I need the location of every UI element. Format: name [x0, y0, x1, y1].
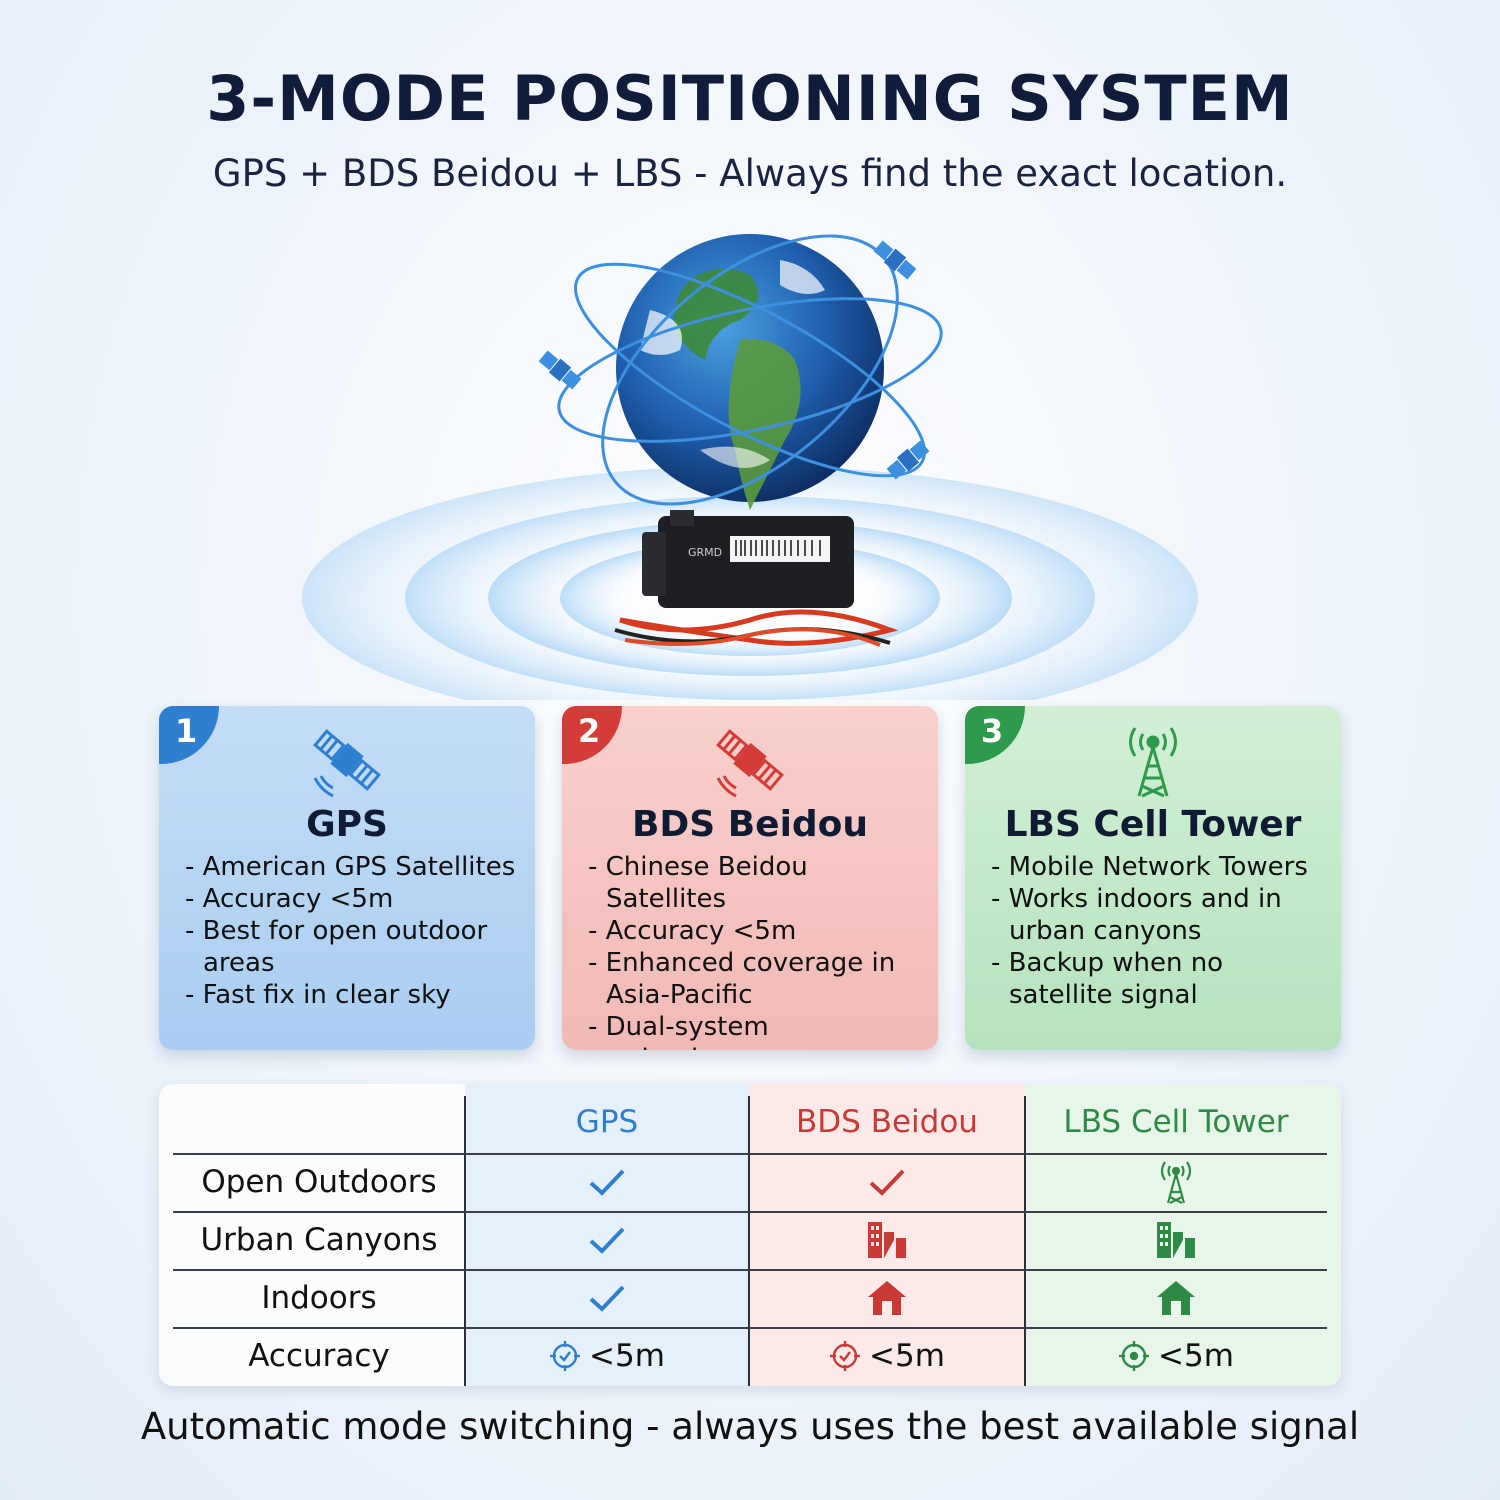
- satellite-icon: [538, 240, 930, 480]
- check-icon: [589, 1227, 625, 1254]
- card-title: BDS Beidou: [631, 804, 869, 845]
- comparison-table: GPS BDS Beidou LBS Cell Tower Open Outdo…: [159, 1084, 1341, 1386]
- table-cell: <5m: [465, 1328, 749, 1384]
- satellite-icon: [313, 729, 381, 798]
- mode-number-badge: 2: [562, 706, 622, 764]
- lbs-mode-card: 3 LBS Cell Tower - Mobile Network Towers…: [965, 706, 1341, 1050]
- accuracy-value: <5m: [869, 1338, 945, 1374]
- list-item: - Works indoors and in urban canyons: [991, 884, 1282, 946]
- satellite-icon: [716, 729, 784, 798]
- feature-list: - American GPS Satellites - Accuracy <5m…: [185, 851, 525, 1011]
- column-header-gps: GPS: [575, 1104, 639, 1140]
- table-cell: [465, 1212, 749, 1268]
- accuracy-value: <5m: [1158, 1338, 1234, 1374]
- list-item: - Backup when no satellite signal: [991, 948, 1224, 1010]
- column-header-lbs: LBS Cell Tower: [1063, 1104, 1289, 1140]
- page-title: 3-MODE POSITIONING SYSTEM: [206, 62, 1294, 135]
- cell-tower-icon: [1160, 1161, 1192, 1204]
- footer-tagline: Automatic mode switching - always uses t…: [140, 1405, 1360, 1448]
- table-cell: [465, 1154, 749, 1210]
- list-item: - Mobile Network Towers: [991, 852, 1308, 882]
- house-icon: [868, 1281, 906, 1315]
- globe: [616, 234, 884, 510]
- device-label: GRMD: [688, 546, 722, 559]
- row-label-accuracy: Accuracy: [248, 1338, 390, 1374]
- target-icon: [1119, 1341, 1150, 1371]
- mode-number-badge: 3: [965, 706, 1025, 764]
- feature-list: - Chinese Beidou Satellites - Accuracy <…: [588, 851, 928, 1050]
- table-cell: <5m: [749, 1328, 1025, 1384]
- table-cell: [749, 1154, 1025, 1210]
- page-subtitle: GPS + BDS Beidou + LBS - Always find the…: [212, 152, 1288, 195]
- hero-illustration: GRMD: [302, 234, 1198, 700]
- table-cell: [1025, 1212, 1327, 1268]
- accuracy-value: <5m: [589, 1338, 665, 1374]
- list-item: - Accuracy <5m: [588, 916, 797, 946]
- list-item: - Dual-system redundancy: [588, 1012, 769, 1050]
- list-item: - Chinese Beidou Satellites: [588, 852, 808, 914]
- buildings-icon: [1157, 1222, 1195, 1258]
- table-cell: [465, 1270, 749, 1326]
- bds-mode-card: 2 BDS Beidou - Chinese Beidou Satellites…: [562, 706, 938, 1050]
- column-header-bds: BDS Beidou: [796, 1104, 978, 1140]
- table-cell: [1025, 1154, 1327, 1210]
- cell-tower-icon: [1129, 727, 1177, 798]
- feature-list: - Mobile Network Towers - Works indoors …: [991, 851, 1331, 1011]
- gps-tracker-device: GRMD: [614, 510, 899, 647]
- table-cell: [749, 1270, 1025, 1326]
- mode-number-badge: 1: [159, 706, 219, 764]
- table-cell: [1025, 1270, 1327, 1326]
- target-icon: [830, 1341, 861, 1371]
- row-label-open-outdoors: Open Outdoors: [201, 1164, 437, 1200]
- table-cell: [749, 1212, 1025, 1268]
- row-label-indoors: Indoors: [261, 1280, 377, 1316]
- check-icon: [869, 1169, 905, 1196]
- list-item: - Fast fix in clear sky: [185, 980, 451, 1010]
- list-item: - Accuracy <5m: [185, 884, 394, 914]
- table-cell: <5m: [1025, 1328, 1327, 1384]
- card-title: LBS Cell Tower: [1004, 804, 1302, 845]
- list-item: - Enhanced coverage in Asia-Pacific: [588, 948, 896, 1010]
- check-icon: [589, 1285, 625, 1312]
- list-item: - Best for open outdoor areas: [185, 916, 488, 978]
- house-icon: [1157, 1281, 1195, 1315]
- card-title: GPS: [306, 804, 388, 845]
- gps-mode-card: 1 GPS - American GPS Satellites - Accura…: [159, 706, 535, 1050]
- row-label-urban-canyons: Urban Canyons: [200, 1222, 438, 1258]
- buildings-icon: [868, 1222, 906, 1258]
- list-item: - American GPS Satellites: [185, 852, 516, 882]
- check-icon: [589, 1169, 625, 1196]
- target-icon: [550, 1341, 581, 1371]
